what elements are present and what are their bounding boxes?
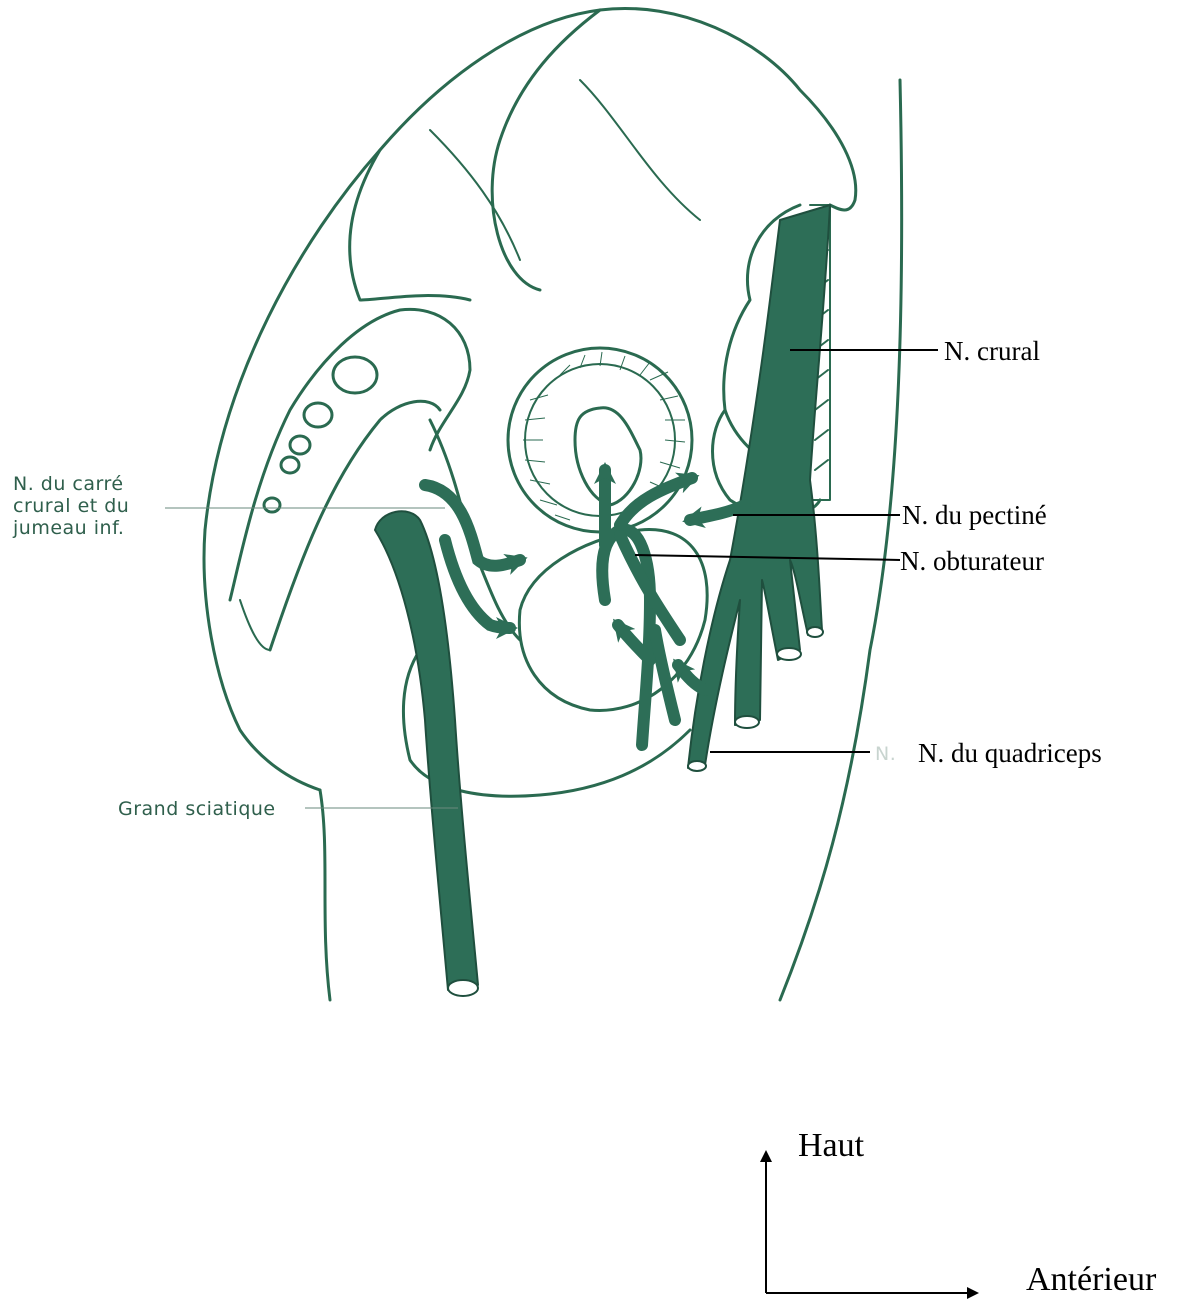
label-anterior: Antérieur — [1026, 1261, 1157, 1298]
label-up: Haut — [798, 1127, 865, 1164]
orientation-axes: Haut Antérieur — [766, 1127, 1157, 1298]
label-carre-line2: crural et du — [13, 495, 129, 517]
label-quadriceps-faint: N. — [875, 743, 896, 765]
obturateur-nerve — [602, 530, 680, 745]
motor-branches — [425, 470, 745, 690]
label-crural: N. crural — [944, 336, 1040, 366]
label-obturateur: N. obturateur — [900, 546, 1044, 576]
label-grand-sciatique: Grand sciatique — [118, 798, 276, 820]
leader-lines — [165, 350, 938, 808]
label-carre-line3: jumeau inf. — [12, 517, 124, 539]
label-pectine: N. du pectiné — [902, 500, 1047, 530]
label-quadriceps: N. du quadriceps — [918, 738, 1102, 768]
label-carre-line1: N. du carré — [13, 473, 124, 495]
